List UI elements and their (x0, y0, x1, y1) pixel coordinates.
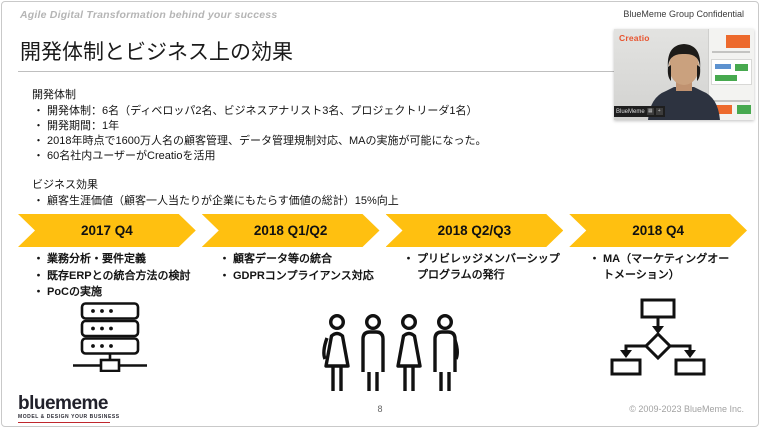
bullet-item: 開発体制：6名（ディベロッパ2名、ビジネスアナリスト3名、プロジェクトリーダ1名… (32, 104, 592, 119)
body-text: 開発体制 開発体制：6名（ディベロッパ2名、ビジネスアナリスト3名、プロジェクト… (32, 88, 592, 209)
people-group-icon (322, 314, 459, 391)
copyright-text: © 2009-2023 BlueMeme Inc. (629, 404, 744, 414)
biz-section-heading: ビジネス効果 (32, 179, 98, 191)
page-title: 開発体制とビジネス上の効果 (20, 41, 293, 64)
title-divider (18, 71, 746, 72)
presenter-avatar (648, 44, 720, 120)
grid-icon: ▦ (646, 108, 654, 115)
timeline: 2017 Q4 2018 Q1/Q2 2018 Q2/Q3 2018 Q4 (18, 214, 747, 247)
stage-bullets-2018-q2q3: プリビレッジメンバーシップ プログラムの発行 (402, 252, 560, 284)
stage-bullets-2018-q4: MA（マーケティングオートメーション） (588, 252, 738, 284)
header-tagline: Agile Digital Transformation behind your… (20, 9, 278, 21)
stage-bullets-2018-q1q2: 顧客データ等の統合 GDPRコンプライアンス対応 (218, 252, 388, 285)
bluememe-logo: bluememe MODEL & DESIGN YOUR BUSINESS (18, 394, 120, 423)
bullet-item: 60名社内ユーザーがCreatioを活用 (32, 149, 592, 164)
timeline-stage-arrow: 2018 Q4 (569, 214, 747, 247)
stage-label: 2018 Q4 (632, 223, 685, 238)
stage-bullet: 既存ERPとの統合方法の検討 (32, 269, 202, 285)
logo-accent-rule (18, 421, 110, 423)
logo-wordmark: bluememe (18, 393, 108, 414)
stage-label: 2018 Q1/Q2 (253, 223, 328, 238)
webcam-video-tile[interactable]: Creatio BlueMeme ▦ + (614, 29, 754, 120)
stage-label: 2017 Q4 (80, 223, 133, 238)
timeline-stage-arrow: 2018 Q2/Q3 (386, 214, 564, 247)
timeline-stage-arrow: 2018 Q1/Q2 (202, 214, 380, 247)
stage-bullet: 業務分析・要件定義 (32, 252, 202, 268)
dev-bullet-list: 開発体制：6名（ディベロッパ2名、ビジネスアナリスト3名、プロジェクトリーダ1名… (32, 104, 592, 164)
biz-bullet-list: 顧客生涯価値（顧客一人当たりが企業にもたらす価値の総計）15%向上 (32, 194, 592, 209)
bullet-item: 2018年時点で1600万人名の顧客管理、データ管理規制対応、MAの実施が可能に… (32, 134, 592, 149)
stage-bullet: PoCの実施 (32, 285, 202, 301)
timeline-stage-arrow: 2017 Q4 (18, 214, 196, 247)
participant-name-tag: BlueMeme ▦ + (614, 106, 665, 117)
logo-tagline: MODEL & DESIGN YOUR BUSINESS (18, 414, 120, 420)
dev-section-heading: 開発体制 (32, 89, 76, 101)
server-rack-icon (73, 302, 147, 372)
stage-bullet: プリビレッジメンバーシップ プログラムの発行 (402, 252, 560, 283)
bullet-item: 開発期間：1年 (32, 119, 592, 134)
stage-label: 2018 Q2/Q3 (437, 223, 512, 238)
confidential-label: BlueMeme Group Confidential (623, 9, 744, 19)
creatio-logo: Creatio (619, 33, 650, 43)
stage-bullet: GDPRコンプライアンス対応 (218, 269, 388, 285)
page-number: 8 (377, 404, 383, 414)
stage-bullet: 顧客データ等の統合 (218, 252, 388, 268)
pin-icon: + (655, 108, 663, 115)
flowchart-icon (610, 298, 706, 376)
stage-bullets-2017-q4: 業務分析・要件定義 既存ERPとの統合方法の検討 PoCの実施 (32, 252, 202, 302)
stage-bullet: MA（マーケティングオートメーション） (588, 252, 738, 283)
bullet-item: 顧客生涯価値（顧客一人当たりが企業にもたらす価値の総計）15%向上 (32, 194, 592, 209)
